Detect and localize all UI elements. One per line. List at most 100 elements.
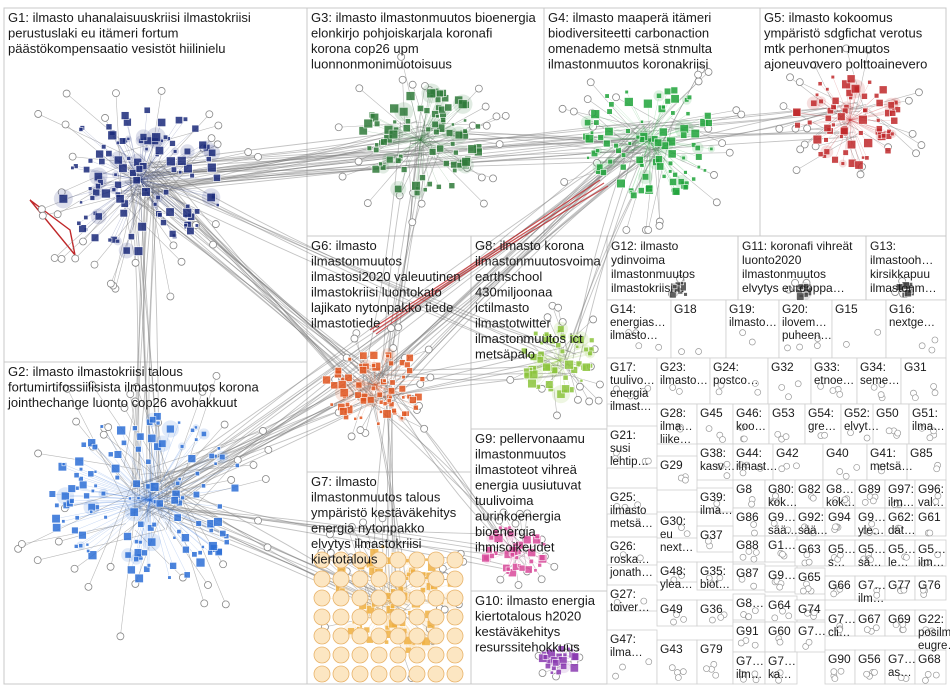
node: [830, 668, 838, 675]
inter-group-edge: [132, 136, 647, 195]
node: [62, 89, 71, 98]
inter-group-edge: [144, 106, 838, 177]
node: [619, 163, 627, 171]
node: [219, 453, 226, 461]
node: [427, 551, 445, 569]
node: [682, 476, 689, 484]
edge: [415, 139, 421, 186]
group-label-g3: G3: ilmasto ilmastonmuutos bioenergia: [311, 10, 536, 25]
node: [175, 480, 181, 486]
small-group-keyword: s…: [828, 557, 845, 569]
node: [664, 98, 671, 105]
edge: [139, 177, 217, 181]
node: [635, 342, 643, 350]
small-group-label: G43: [660, 642, 683, 656]
node: [200, 599, 209, 608]
node: [359, 351, 368, 360]
node-halo: [888, 129, 897, 139]
group-label-g9: energia uusiutuvat: [475, 478, 582, 493]
node: [427, 589, 445, 607]
edge: [849, 89, 858, 121]
edge: [139, 151, 176, 181]
node: [538, 669, 547, 678]
node: [775, 124, 784, 133]
node: [474, 123, 481, 130]
node: [656, 92, 662, 99]
small-group-label: G9…: [768, 510, 796, 524]
small-group-box: [709, 357, 769, 405]
node: [123, 532, 132, 541]
group-box-g8: [470, 235, 608, 430]
small-group-label: G30:: [660, 514, 686, 528]
small-group-keyword: tuulivo…: [610, 375, 655, 387]
node: [244, 148, 253, 156]
small-group-label: G82: [798, 482, 821, 496]
edge: [124, 407, 180, 503]
small-group-box: [606, 536, 658, 566]
node: [177, 420, 181, 425]
small-group-keyword: ilmasto…: [729, 317, 777, 329]
inter-group-edge: [357, 370, 564, 381]
node: [114, 180, 122, 189]
node: [180, 495, 185, 501]
node: [624, 97, 634, 107]
edge: [825, 119, 851, 141]
node: [103, 515, 108, 520]
small-group-keyword: eugre…: [918, 640, 950, 652]
node: [101, 188, 111, 199]
small-group-keyword: ilmasto…: [660, 375, 708, 387]
group-label-g9: ihmisoikeudet: [475, 540, 555, 555]
node-halo: [111, 171, 120, 179]
node: [640, 119, 644, 124]
node-halo: [442, 125, 457, 141]
small-group-keyword: ylea…: [660, 579, 693, 591]
small-group-box: [764, 535, 798, 563]
node: [645, 184, 654, 193]
edge: [419, 139, 430, 185]
small-group-label: G14:: [610, 302, 636, 316]
node: [702, 168, 707, 173]
edge: [139, 175, 193, 181]
node-halo: [427, 117, 443, 132]
node: [589, 337, 595, 343]
node: [656, 162, 665, 171]
edge: [92, 179, 141, 199]
node: [344, 402, 350, 408]
node: [715, 388, 723, 396]
group-label-g10: G10: ilmasto energia: [475, 593, 596, 608]
node: [427, 627, 445, 645]
node: [221, 600, 230, 609]
node: [408, 646, 426, 664]
edge: [826, 119, 851, 152]
node: [495, 140, 504, 149]
node: [411, 181, 421, 191]
edge: [593, 123, 658, 128]
node: [454, 130, 464, 140]
inter-group-edge: [150, 160, 374, 380]
edge: [389, 395, 420, 407]
node-halo: [216, 450, 229, 464]
edge: [557, 371, 600, 385]
node: [167, 575, 172, 580]
group-label-g1: päästökompensaatio vesistöt hiilinielu: [8, 41, 226, 56]
node: [366, 145, 373, 151]
node: [861, 92, 868, 100]
node: [369, 351, 379, 360]
small-group-label: G26:: [610, 539, 636, 553]
node: [428, 148, 437, 156]
node: [653, 138, 663, 147]
edge: [844, 122, 889, 148]
node: [427, 646, 445, 664]
node: [655, 221, 664, 230]
node: [136, 496, 141, 501]
small-group-label: G7…: [888, 652, 916, 666]
edge: [139, 152, 213, 181]
edge: [149, 499, 175, 538]
edge: [133, 479, 232, 500]
edge: [374, 327, 399, 391]
group-label-g7: energia nytonpakko: [311, 521, 424, 536]
node: [351, 589, 369, 607]
node: [370, 627, 388, 645]
edge: [633, 139, 651, 196]
edge: [79, 461, 151, 501]
